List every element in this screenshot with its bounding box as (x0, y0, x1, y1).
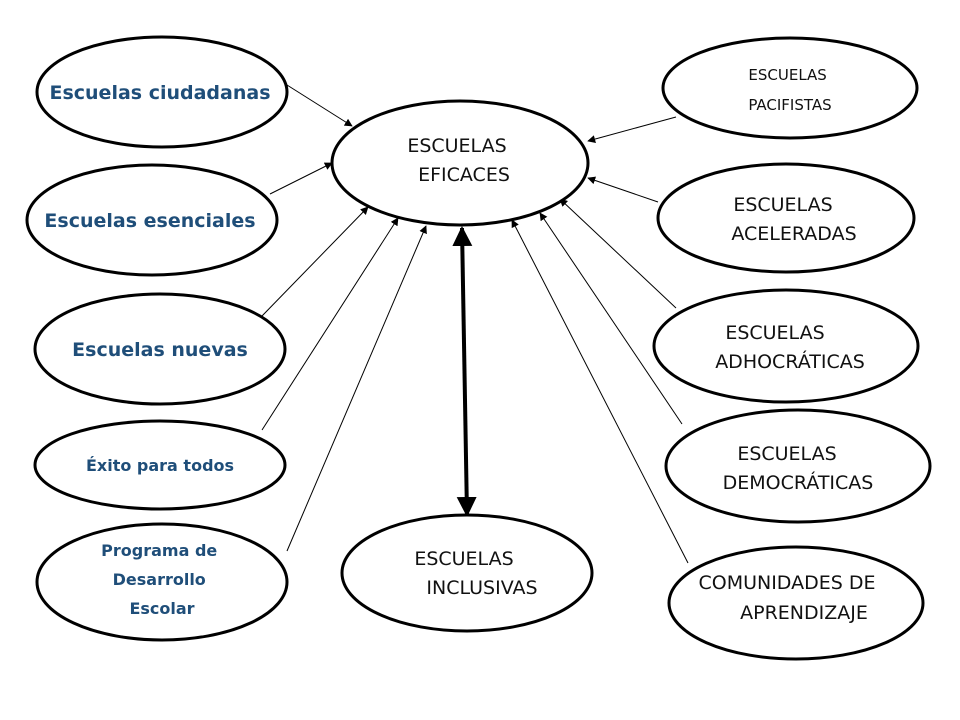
node-escuelas-democraticas: ESCUELAS DEMOCRÁTICAS (664, 408, 932, 524)
connector-aceleradas (587, 176, 659, 203)
connector-pacifistas (587, 116, 677, 143)
node-escuelas-inclusivas-label: ESCUELAS INCLUSIVAS (414, 548, 537, 599)
node-comunidades-label: COMUNIDADES DE APRENDIZAJE (698, 572, 881, 624)
node-escuelas-aceleradas-label: ESCUELAS ACELERADAS (731, 194, 856, 245)
connector-programa (286, 225, 427, 552)
node-escuelas-adhocraticas: ESCUELAS ADHOCRÁTICAS (652, 288, 920, 404)
node-escuelas-eficaces: ESCUELAS EFICACES (330, 99, 590, 227)
node-exito-para-todos-label: Éxito para todos (86, 456, 234, 475)
node-escuelas-pacifistas: ESCUELAS PACIFISTAS (661, 36, 919, 140)
node-escuelas-esenciales: Escuelas esenciales (25, 163, 279, 277)
node-escuelas-inclusivas: ESCUELAS INCLUSIVAS (340, 513, 594, 633)
node-exito-para-todos: Éxito para todos (33, 419, 287, 511)
node-escuelas-democraticas-label: ESCUELAS DEMOCRÁTICAS (723, 443, 874, 494)
connector-esenciales (269, 162, 333, 195)
node-programa-desarrollo-escolar: Programa de Desarrollo Escolar (35, 522, 289, 642)
connectors (261, 84, 689, 564)
node-escuelas-nuevas: Escuelas nuevas (33, 292, 287, 406)
node-escuelas-adhocraticas-label: ESCUELAS ADHOCRÁTICAS (715, 322, 865, 373)
connector-inclusivas (452, 226, 477, 517)
node-escuelas-esenciales-label: Escuelas esenciales (44, 210, 255, 232)
node-comunidades-de-aprendizaje: COMUNIDADES DE APRENDIZAJE (667, 545, 925, 661)
node-programa-label: Programa de Desarrollo Escolar (101, 541, 223, 618)
connector-comunidades (511, 219, 689, 564)
node-escuelas-nuevas-label: Escuelas nuevas (72, 339, 248, 361)
connector-democraticas (539, 212, 683, 425)
connector-ciudadanas (286, 84, 353, 127)
connector-nuevas (261, 206, 369, 317)
node-escuelas-aceleradas: ESCUELAS ACELERADAS (656, 162, 916, 274)
connector-adhocraticas (559, 198, 677, 309)
node-escuelas-ciudadanas-label: Escuelas ciudadanas (49, 82, 270, 104)
connector-exito (261, 217, 399, 431)
node-escuelas-ciudadanas: Escuelas ciudadanas (35, 35, 289, 149)
node-escuelas-pacifistas-label: ESCUELAS PACIFISTAS (748, 66, 831, 114)
node-escuelas-eficaces-label: ESCUELAS EFICACES (407, 135, 512, 186)
